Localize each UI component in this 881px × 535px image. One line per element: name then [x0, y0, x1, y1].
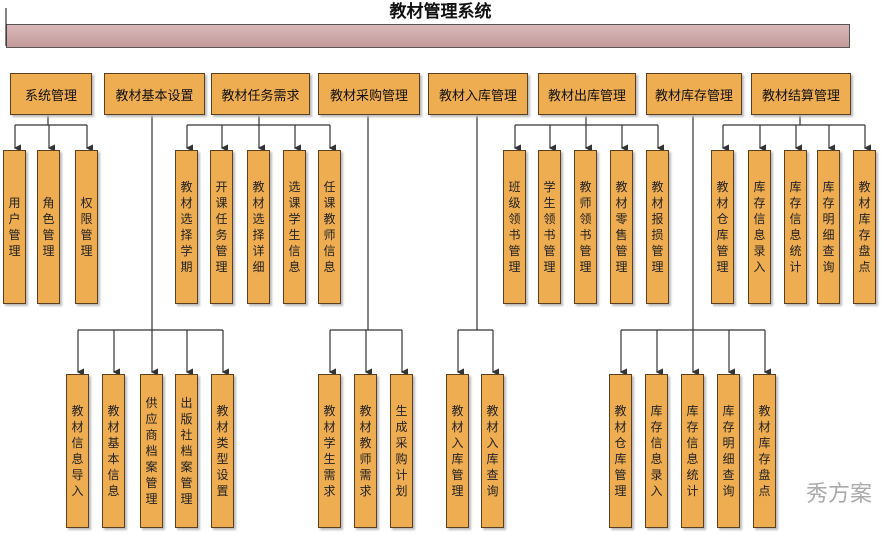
submodule-box[interactable]: 教材库存盘点 [853, 150, 876, 304]
submodule-box[interactable]: 库存信息统计 [681, 374, 704, 528]
submodule-box[interactable]: 库存信息录入 [645, 374, 668, 528]
submodule-box[interactable]: 教材库存盘点 [753, 374, 776, 528]
submodule-box[interactable]: 选课学生信息 [283, 150, 306, 304]
submodule-box[interactable]: 教材基本信息 [102, 374, 125, 528]
submodule-box[interactable]: 库存明细查询 [717, 374, 740, 528]
submodule-box[interactable]: 教师领书管理 [574, 150, 597, 304]
submodule-box[interactable]: 任课教师信息 [318, 150, 341, 304]
submodule-box[interactable]: 教材信息导入 [66, 374, 89, 528]
module-box[interactable]: 教材任务需求 [211, 73, 310, 115]
submodule-box[interactable]: 供应商档案管理 [140, 374, 163, 528]
watermark: 秀方案 [806, 482, 873, 507]
submodule-box[interactable]: 库存信息统计 [784, 150, 807, 304]
module-box[interactable]: 教材基本设置 [104, 73, 205, 115]
submodule-box[interactable]: 开课任务管理 [210, 150, 233, 304]
submodule-box[interactable]: 生成采购计划 [390, 374, 413, 528]
submodule-box[interactable]: 教材仓库管理 [711, 150, 734, 304]
module-box[interactable]: 教材采购管理 [318, 73, 420, 115]
module-box[interactable]: 教材出库管理 [538, 73, 636, 115]
module-box[interactable]: 系统管理 [10, 73, 92, 115]
submodule-box[interactable]: 用户管理 [3, 150, 26, 304]
submodule-box[interactable]: 库存明细查询 [817, 150, 840, 304]
submodule-box[interactable]: 教材选择详细 [247, 150, 270, 304]
submodule-box[interactable]: 库存信息录入 [748, 150, 771, 304]
submodule-box[interactable]: 教材仓库管理 [609, 374, 632, 528]
root-bar [6, 24, 850, 48]
submodule-box[interactable]: 教材零售管理 [610, 150, 633, 304]
submodule-box[interactable]: 教材类型设置 [211, 374, 234, 528]
module-box[interactable]: 教材入库管理 [428, 73, 528, 115]
submodule-box[interactable]: 教材教师需求 [354, 374, 377, 528]
submodule-box[interactable]: 出版社档案管理 [175, 374, 198, 528]
submodule-box[interactable]: 权限管理 [75, 150, 98, 304]
submodule-box[interactable]: 教材报损管理 [646, 150, 669, 304]
submodule-box[interactable]: 学生领书管理 [538, 150, 561, 304]
submodule-box[interactable]: 教材入库管理 [446, 374, 469, 528]
submodule-box[interactable]: 角色管理 [37, 150, 60, 304]
submodule-box[interactable]: 教材选择学期 [175, 150, 198, 304]
submodule-box[interactable]: 教材入库查询 [481, 374, 504, 528]
module-box[interactable]: 教材库存管理 [646, 73, 742, 115]
module-box[interactable]: 教材结算管理 [751, 73, 851, 115]
submodule-box[interactable]: 班级领书管理 [503, 150, 526, 304]
submodule-box[interactable]: 教材学生需求 [318, 374, 341, 528]
diagram-title: 教材管理系统 [389, 2, 492, 22]
